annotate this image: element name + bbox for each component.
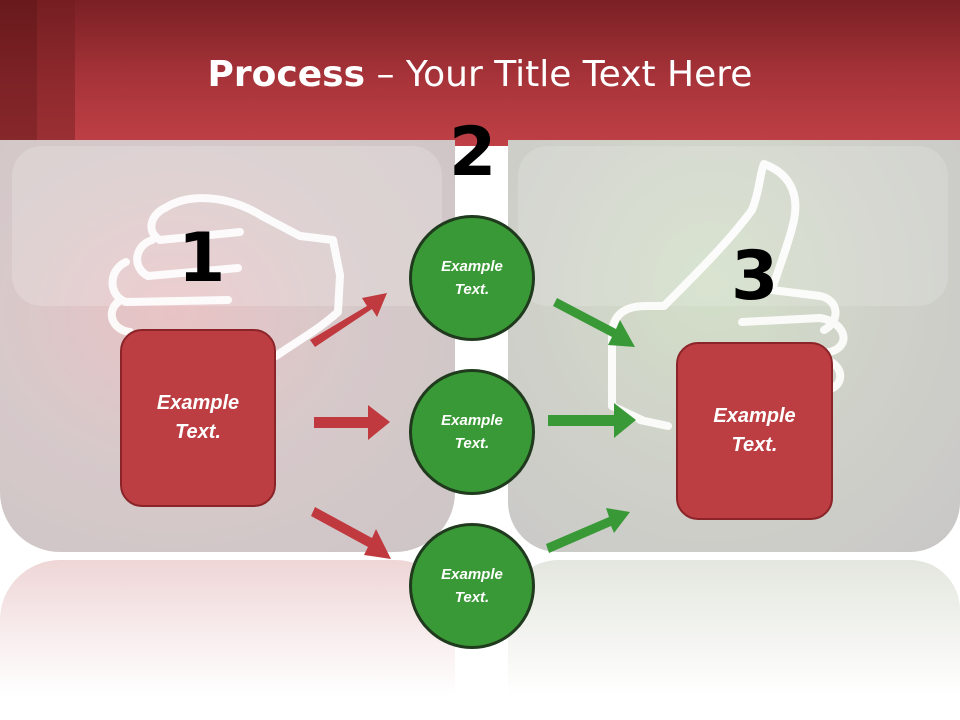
green-arrows	[546, 298, 636, 553]
circle-bottom-text: Example Text.	[441, 566, 503, 606]
title-bold: Process	[207, 54, 366, 95]
arrow-icon	[553, 298, 635, 347]
left-panel-gloss	[12, 146, 442, 306]
title-rest: – Your Title Text Here	[365, 54, 753, 95]
header-accent-bar	[0, 0, 37, 146]
step-number-2: 2	[449, 113, 497, 192]
slide-title: Process – Your Title Text Here	[0, 54, 960, 95]
arrow-icon	[314, 405, 390, 440]
arrow-icon	[546, 508, 630, 553]
arrow-icon	[311, 507, 391, 559]
arrow-icon	[310, 293, 387, 347]
right-box-text: Example Text.	[713, 405, 796, 456]
circle-middle: Example Text.	[409, 369, 535, 495]
step-number-3: 3	[731, 237, 779, 316]
header-accent-bar	[37, 0, 75, 146]
right-panel-gloss	[518, 146, 948, 306]
circle-top-text: Example Text.	[441, 258, 503, 298]
left-text-box: Example Text.	[120, 329, 276, 507]
red-arrows	[310, 293, 391, 559]
arrow-icon	[548, 403, 636, 438]
step-number-1: 1	[178, 219, 226, 298]
thumbs-down-icon	[107, 194, 344, 360]
left-box-text: Example Text.	[156, 392, 240, 443]
right-panel-reflection	[508, 560, 960, 720]
circle-top: Example Text.	[409, 215, 535, 341]
left-panel-reflection	[0, 560, 455, 720]
circle-bottom: Example Text.	[409, 523, 535, 649]
right-text-box: Example Text.	[676, 342, 833, 520]
header-band	[0, 0, 960, 146]
circle-middle-text: Example Text.	[441, 412, 503, 452]
